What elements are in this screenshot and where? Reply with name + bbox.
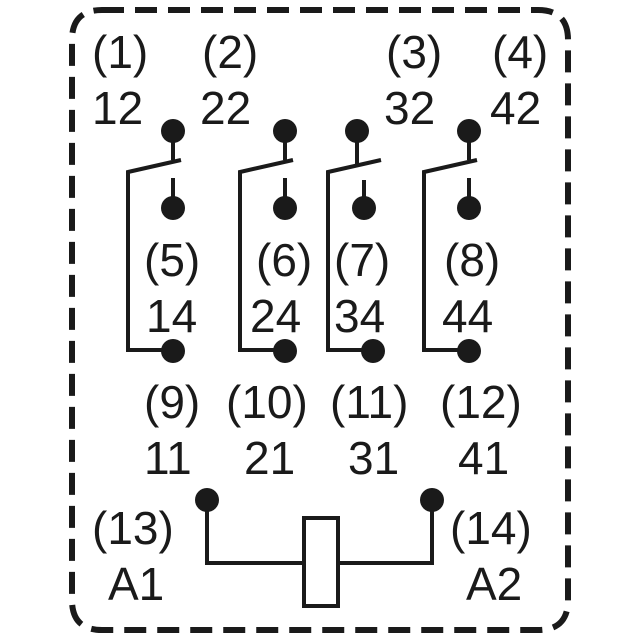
terminal-dot-42 [457, 119, 481, 143]
terminal-label-14: 14 [146, 290, 197, 342]
pin-label-9: (9) [144, 376, 200, 428]
terminal-dot-12 [161, 119, 185, 143]
terminal-label-11: 11 [144, 432, 192, 484]
dashed-border [69, 7, 571, 633]
terminal-dot-41 [457, 339, 481, 363]
terminal-label-42: 42 [490, 82, 541, 134]
terminal-dot-21 [273, 339, 297, 363]
terminal-label-a1: A1 [108, 558, 164, 610]
pin-label-13: (13) [92, 502, 174, 554]
terminal-dot-24 [273, 196, 297, 220]
terminal-dot-34 [352, 196, 376, 220]
terminal-label-24: 24 [250, 290, 301, 342]
terminal-label-34: 34 [334, 290, 385, 342]
pin-label-11: (11) [330, 376, 408, 428]
pin-label-3: (3) [386, 26, 442, 78]
pin-label-4: (4) [492, 26, 548, 78]
pin-label-1: (1) [92, 26, 148, 78]
terminal-dot-11 [161, 339, 185, 363]
terminal-label-a2: A2 [466, 558, 522, 610]
pin-label-7: (7) [334, 234, 390, 286]
terminal-dot-22 [273, 119, 297, 143]
terminal-label-32: 32 [384, 82, 435, 134]
pin-label-8: (8) [444, 234, 500, 286]
pin-label-10: (10) [226, 376, 308, 428]
terminal-label-22: 22 [200, 82, 251, 134]
pin-label-2: (2) [202, 26, 258, 78]
coil-symbol [205, 500, 434, 608]
terminal-dot-32 [345, 119, 369, 143]
terminal-label-44: 44 [442, 290, 493, 342]
terminal-dot-44 [457, 196, 481, 220]
pin-label-6: (6) [256, 234, 312, 286]
pin-label-14: (14) [450, 502, 532, 554]
terminal-label-12: 12 [92, 82, 143, 134]
terminal-dot-31 [361, 339, 385, 363]
terminal-dot-14 [161, 196, 185, 220]
pin-label-12: (12) [440, 376, 522, 428]
terminal-dots [161, 119, 481, 512]
terminal-label-41: 41 [458, 432, 509, 484]
terminal-label-31: 31 [348, 432, 399, 484]
terminal-label-21: 21 [244, 432, 295, 484]
pin-label-5: (5) [144, 234, 200, 286]
